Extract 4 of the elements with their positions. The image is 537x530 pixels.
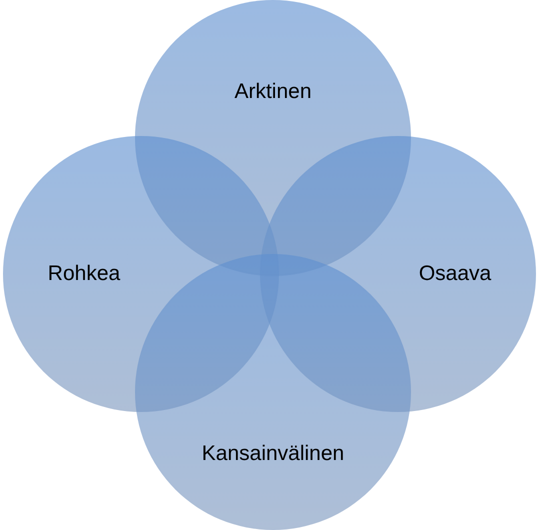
circle-label: Arktinen [234, 80, 312, 104]
circle-label: Osaava [418, 262, 492, 286]
circle-label: Kansainvälinen [202, 442, 344, 466]
circle-label: Rohkea [48, 262, 120, 286]
